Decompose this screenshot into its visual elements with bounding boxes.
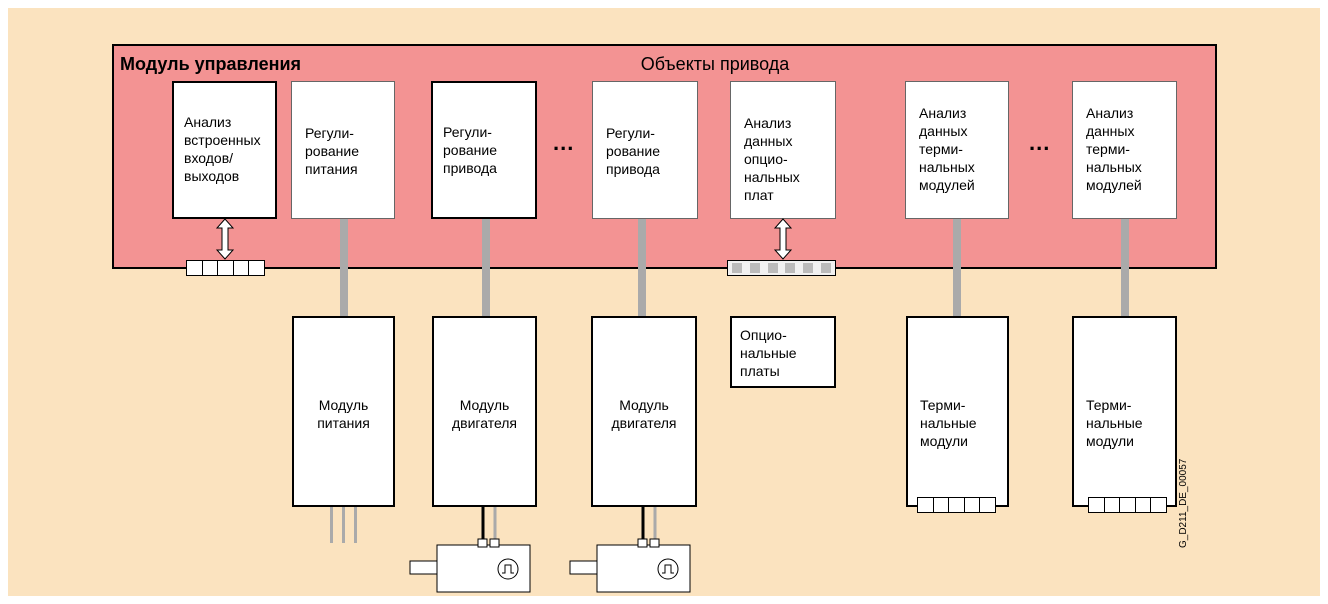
connector-motor-2: [638, 218, 646, 316]
option-boards: Опцио- нальные платы: [730, 316, 836, 388]
drive-control-label-1: Регули- рование привода: [443, 124, 497, 176]
motor-module-label-1: Модуль двигателя: [451, 397, 518, 431]
option-slot-strip: [727, 260, 836, 276]
drive-control-object-2: Регули- рование привода: [592, 81, 698, 219]
motor-1: [409, 507, 531, 593]
drive-control-object-1: Регули- рование привода: [431, 81, 537, 219]
power-module: Модуль питания: [292, 316, 395, 507]
terminal-module-label-2: Терми- нальные модули: [1086, 397, 1143, 449]
terminal-module-strip-2: [1088, 497, 1167, 513]
io-evaluation-object: Анализ встроенных входов/ выходов: [172, 81, 277, 219]
motor-module-1: Модуль двигателя: [432, 316, 537, 507]
motor-2: [569, 507, 691, 593]
motor-module-2: Модуль двигателя: [591, 316, 697, 507]
power-pin-2: [342, 507, 345, 543]
terminal-eval-label-1: Анализ данных терми- нальных модулей: [919, 105, 975, 193]
connector-terminal-1: [953, 218, 961, 316]
terminal-eval-object-2: Анализ данных терми- нальных модулей: [1072, 81, 1177, 219]
drive-objects-title: Объекты привода: [640, 54, 790, 74]
connector-power: [340, 218, 348, 316]
terminal-eval-label-2: Анализ данных терми- нальных модулей: [1086, 105, 1142, 193]
terminal-module-1: Терми- нальные модули: [906, 316, 1009, 507]
terminal-eval-object-1: Анализ данных терми- нальных модулей: [905, 81, 1009, 219]
ellipsis-terminal: ...: [1029, 130, 1051, 155]
option-eval-label: Анализ данных опцио- нальных плат: [744, 115, 800, 203]
power-pin-1: [330, 507, 333, 543]
power-pin-3: [354, 507, 357, 543]
terminal-module-strip-1: [917, 497, 996, 513]
drawing-code: G_D211_DE_00057: [1178, 458, 1189, 548]
power-control-label: Регули- рование питания: [305, 125, 359, 177]
connector-motor-1: [482, 218, 490, 316]
drive-control-label-2: Регули- рование привода: [606, 125, 660, 177]
option-eval-object: Анализ данных опцио- нальных плат: [730, 81, 836, 219]
connector-terminal-2: [1121, 218, 1129, 316]
power-module-label: Модуль питания: [317, 397, 370, 431]
io-evaluation-label: Анализ встроенных входов/ выходов: [184, 114, 261, 184]
terminal-module-label-1: Терми- нальные модули: [920, 397, 977, 449]
option-boards-label: Опцио- нальные платы: [740, 327, 797, 379]
io-terminal-strip: [186, 260, 265, 276]
ellipsis-drive: ...: [553, 130, 575, 155]
terminal-module-2: Терми- нальные модули: [1072, 316, 1177, 507]
io-double-arrow: [215, 218, 235, 260]
control-module-title: Модуль управления: [120, 54, 302, 74]
motor-module-label-2: Модуль двигателя: [611, 397, 677, 431]
power-control-object: Регули- рование питания: [291, 81, 395, 219]
option-double-arrow: [773, 218, 793, 260]
